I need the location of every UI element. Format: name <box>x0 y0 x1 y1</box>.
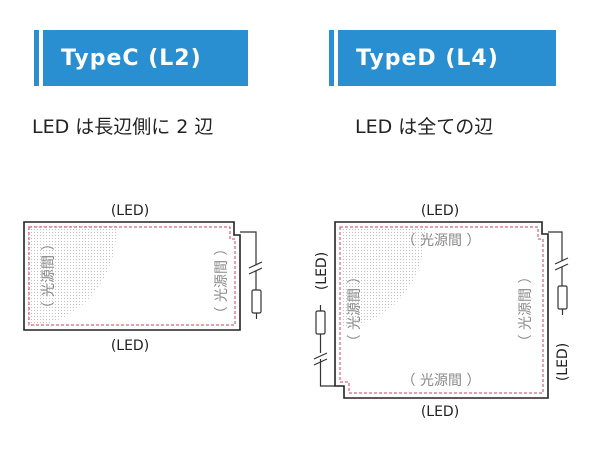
typec-right-zone-label: （ 光源間 ） <box>214 242 230 321</box>
typec-cable-break-1 <box>248 261 263 269</box>
typec-badge-accent <box>34 30 39 86</box>
typed-right-zone-label: （ 光源間 ） <box>518 270 534 349</box>
typed-badge-label: TypeD (L4) <box>356 45 499 71</box>
typed-badge: TypeD (L4) <box>329 30 556 86</box>
typed-top-zone-label: （ 光源間 ） <box>402 233 481 249</box>
typed-fade-region <box>343 228 426 326</box>
typec-badge: TypeC (L2) <box>34 30 248 86</box>
typed-top-led-label: (LED) <box>421 203 459 219</box>
typed-left-connector <box>315 310 326 335</box>
typed-right-cable-break-2 <box>554 263 569 271</box>
typec-connector <box>251 289 262 314</box>
typec-cable <box>240 231 257 290</box>
typed-panel-frame <box>334 221 549 399</box>
typed-right-cable <box>548 231 563 286</box>
typec-panel-frame <box>23 221 241 331</box>
typec-diagram: (LED) (LED) （ 光源間 ） （ 光源間 ） <box>23 203 263 354</box>
typed-right-connector <box>557 285 568 310</box>
typed-left-cable <box>319 334 335 387</box>
typed-diagram: (LED) (LED) (LED) (LED) （ 光源間 ） （ 光源間 ） … <box>313 203 571 420</box>
typec-fade-region <box>28 226 117 326</box>
typec-bottom-led-label: (LED) <box>111 338 149 354</box>
typed-left-cable-break-1 <box>313 352 328 360</box>
typed-caption: LED は全ての辺 <box>355 116 494 138</box>
typed-right-led-label: (LED) <box>555 343 571 381</box>
typec-top-led-label: (LED) <box>111 203 149 219</box>
typec-cable-break-2 <box>248 267 263 275</box>
typec-led-boundary <box>28 226 236 326</box>
typed-left-zone-label: （ 光源間 ） <box>347 270 363 349</box>
typed-bottom-zone-label: （ 光源間 ） <box>402 373 481 389</box>
typed-left-led-label: (LED) <box>314 252 330 290</box>
typed-right-cable-break-1 <box>554 257 569 265</box>
typed-left-cable-break-2 <box>313 358 328 366</box>
typed-led-boundary <box>339 226 544 394</box>
typec-badge-label: TypeC (L2) <box>61 45 202 71</box>
typed-bottom-led-label: (LED) <box>421 404 459 420</box>
typec-left-zone-label: （ 光源間 ） <box>41 237 57 316</box>
typec-caption: LED は長辺側に 2 辺 <box>32 116 214 138</box>
typed-badge-accent <box>329 30 334 86</box>
